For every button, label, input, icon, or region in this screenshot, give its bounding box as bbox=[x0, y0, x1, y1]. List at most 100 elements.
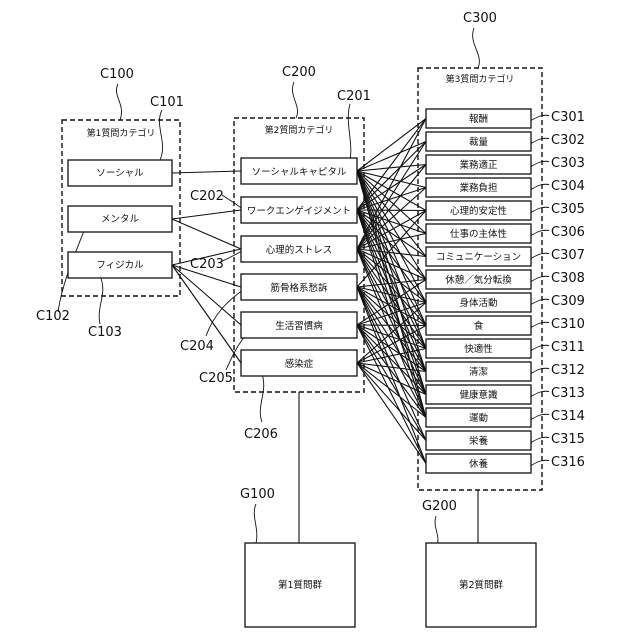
ref-g200: G200 bbox=[422, 499, 457, 514]
lead-c103 bbox=[99, 276, 103, 324]
third-category-node-c315: 栄養C315 bbox=[426, 431, 585, 450]
lead-c300 bbox=[473, 28, 480, 68]
link-first-2-second-4 bbox=[172, 265, 241, 325]
lead-c3-0 bbox=[531, 115, 549, 120]
ref-c302: C302 bbox=[551, 133, 585, 148]
second-category-node-musculoskeletal: 筋骨格系愁訴 bbox=[241, 274, 357, 300]
ref-c300: C300 bbox=[463, 11, 497, 26]
third-category-node-c304: 業務負担 C304 bbox=[426, 178, 585, 197]
link-first-1-second-2 bbox=[172, 219, 241, 249]
second-category-node-infectious-disease: 感染症 bbox=[241, 350, 357, 376]
ref-c301: C301 bbox=[551, 110, 585, 125]
lead-c101 bbox=[159, 110, 162, 160]
ref-c206: C206 bbox=[244, 427, 278, 442]
ref-c204: C204 bbox=[180, 339, 214, 354]
link-first-0-second-0 bbox=[172, 171, 241, 173]
lead-c3-14 bbox=[531, 437, 549, 442]
third-category-node-c307: コミュニケーションC307 bbox=[426, 247, 585, 266]
link-second-0-third-2 bbox=[357, 165, 426, 172]
third-category-node-c314: 運動C314 bbox=[426, 408, 585, 427]
lead-c3-11 bbox=[531, 368, 549, 373]
ref-c200: C200 bbox=[282, 65, 316, 80]
first-category-node-mental: メンタル bbox=[68, 206, 172, 232]
lead-c3-9 bbox=[531, 322, 549, 327]
second-category-title: 第2質問カテゴリ bbox=[265, 124, 334, 136]
node-label: 栄養 bbox=[469, 435, 489, 447]
first-category-node-social: ソーシャル bbox=[68, 160, 172, 186]
ref-c202: C202 bbox=[190, 189, 224, 204]
lead-c3-6 bbox=[531, 253, 549, 258]
link-second-1-third-4 bbox=[357, 210, 426, 211]
third-category-title: 第3質問カテゴリ bbox=[446, 73, 515, 85]
third-category-node-c310: 食C310 bbox=[426, 316, 585, 335]
node-label: 業務負担 bbox=[459, 182, 498, 194]
third-category-node-c312: 清潔C312 bbox=[426, 362, 585, 381]
third-category-node-c305: 心理的安定性 C305 bbox=[426, 201, 585, 220]
lead-c3-15 bbox=[531, 460, 549, 465]
ref-c306: C306 bbox=[551, 225, 585, 240]
node-label: ワークエンゲイジメント bbox=[247, 205, 351, 217]
third-category-nodes: 報酬C301裁量C302業務適正C303業務負担C304心理的安定性C305仕事… bbox=[426, 109, 585, 473]
ref-c308: C308 bbox=[551, 271, 585, 286]
first-category-node-physical: フィジカル bbox=[68, 252, 172, 278]
node-label: ソーシャルキャピタル bbox=[252, 167, 347, 178]
link-second-0-third-0 bbox=[357, 119, 426, 172]
node-label: 身体活動 bbox=[459, 297, 497, 309]
second-category-node-psychological-stress: 心理的ストレス bbox=[241, 236, 357, 262]
lead-c3-5 bbox=[531, 230, 549, 235]
link-first-1-second-1 bbox=[172, 210, 241, 219]
link-second-0-third-1 bbox=[357, 142, 426, 172]
third-category-node-c311: 快適性C311 bbox=[426, 339, 585, 358]
ref-c203: C203 bbox=[190, 257, 224, 272]
node-label: 筋骨格系愁訴 bbox=[270, 282, 328, 294]
node-label: 感染症 bbox=[285, 358, 314, 370]
link-second-1-third-10 bbox=[357, 210, 426, 349]
lead-c3-1 bbox=[531, 138, 549, 143]
ref-c101: C101 bbox=[150, 95, 184, 110]
node-label: 生活習慣病 bbox=[275, 320, 323, 332]
ref-c311: C311 bbox=[551, 340, 585, 355]
node-label: 休憩／気分転換 bbox=[445, 274, 512, 286]
link-second-4-third-9 bbox=[357, 325, 426, 326]
second-category-node-work-engagement: ワークエンゲイジメント bbox=[241, 197, 357, 223]
third-category-node-c316: 休養C316 bbox=[426, 454, 585, 473]
link-second-5-third-9 bbox=[357, 326, 426, 364]
ref-c100: C100 bbox=[100, 67, 134, 82]
ref-c205: C205 bbox=[199, 371, 233, 386]
ref-c309: C309 bbox=[551, 294, 585, 309]
question-group-label: 第1質問群 bbox=[278, 579, 323, 591]
node-label: ソーシャル bbox=[96, 168, 144, 179]
node-label: 食 bbox=[474, 320, 484, 332]
link-second-0-third-3 bbox=[357, 171, 426, 188]
lead-c3-10 bbox=[531, 345, 549, 350]
link-second-1-third-7 bbox=[357, 210, 426, 280]
ref-c305: C305 bbox=[551, 202, 585, 217]
lead-c3-13 bbox=[531, 414, 549, 419]
lead-c3-12 bbox=[531, 391, 549, 396]
node-label: 裁量 bbox=[469, 136, 489, 148]
third-category-node-c301: 報酬 C301 bbox=[426, 109, 585, 128]
node-label: 清潔 bbox=[469, 366, 488, 378]
node-label: 業務適正 bbox=[459, 159, 498, 171]
ref-c102: C102 bbox=[36, 309, 70, 324]
third-category-node-c309: 身体活動 C309 bbox=[426, 293, 585, 312]
node-label: フィジカル bbox=[96, 260, 144, 271]
third-category-node-c303: 業務適正 C303 bbox=[426, 155, 585, 174]
ref-c316: C316 bbox=[551, 455, 585, 470]
ref-c304: C304 bbox=[551, 179, 585, 194]
second-category-node-social-capital: ソーシャルキャピタル bbox=[241, 158, 357, 184]
lead-c206 bbox=[260, 374, 263, 422]
ref-c103: C103 bbox=[88, 325, 122, 340]
node-label: 心理的安定性 bbox=[450, 205, 508, 217]
link-second-1-third-11 bbox=[357, 210, 426, 372]
lead-c3-8 bbox=[531, 299, 549, 304]
node-label: 心理的ストレス bbox=[266, 244, 333, 256]
question-group-g100: 第1質問群 bbox=[245, 543, 355, 627]
ref-g100: G100 bbox=[240, 487, 275, 502]
node-label: 報酬 bbox=[469, 114, 488, 125]
link-second-1-third-1 bbox=[357, 142, 426, 211]
node-label: メンタル bbox=[101, 214, 140, 225]
ref-c303: C303 bbox=[551, 156, 585, 171]
third-category-node-c302: 裁量 C302 bbox=[426, 132, 585, 151]
